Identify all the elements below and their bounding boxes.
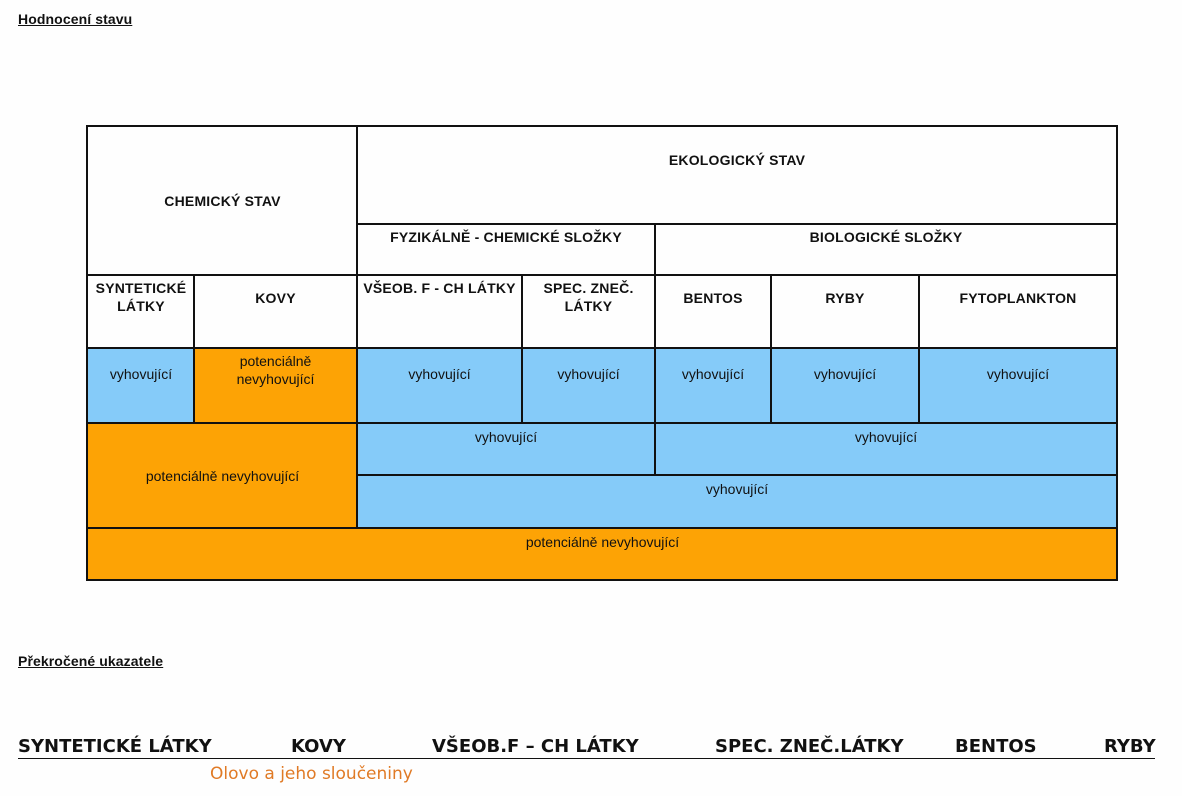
vline-bentos bbox=[770, 275, 772, 423]
col-fish: RYBY bbox=[825, 290, 865, 306]
header-chemical-status: CHEMICKÝ STAV bbox=[164, 193, 281, 209]
exceeded-note: Olovo a jeho sloučeniny bbox=[210, 764, 413, 784]
col-metals: KOVY bbox=[255, 290, 296, 306]
row2-biological: vyhovující bbox=[655, 423, 1117, 475]
exceeded-col-synthetic: SYNTETICKÉ LÁTKY bbox=[18, 736, 212, 757]
section-heading-exceeded: Překročené ukazatele bbox=[18, 653, 164, 669]
header-phys-chem: FYZIKÁLNĚ - CHEMICKÉ SLOŽKY bbox=[390, 229, 622, 245]
exceeded-col-bentos: BENTOS bbox=[955, 736, 1037, 757]
vline-general bbox=[521, 275, 523, 423]
border-top bbox=[86, 125, 1118, 127]
row1-metals: potenciálně nevyhovující bbox=[194, 348, 357, 423]
exceeded-col-fish: RYBY bbox=[1104, 736, 1156, 757]
exceeded-col-general: VŠEOB.F – CH LÁTKY bbox=[432, 736, 639, 757]
exceeded-columns-row: SYNTETICKÉ LÁTKY KOVY VŠEOB.F – CH LÁTKY… bbox=[18, 736, 1156, 759]
row3-ecological: vyhovující bbox=[357, 475, 1117, 528]
row2-phys-chem: vyhovující bbox=[357, 423, 655, 475]
header-biological: BIOLOGICKÉ SLOŽKY bbox=[809, 229, 963, 245]
hline-4 bbox=[88, 422, 1117, 424]
hline-1 bbox=[357, 223, 1117, 225]
border-right bbox=[1116, 125, 1118, 581]
border-left bbox=[86, 125, 88, 581]
row4-overall: potenciálně nevyhovující bbox=[88, 528, 1117, 580]
col-specific: SPEC. ZNEČ. LÁTKY bbox=[543, 280, 634, 314]
header-ecological-status: EKOLOGICKÝ STAV bbox=[668, 152, 806, 168]
hline-5 bbox=[357, 474, 1117, 476]
row1-general: vyhovující bbox=[357, 348, 522, 423]
col-general: VŠEOB. F - CH LÁTKY bbox=[363, 280, 516, 296]
vline-synthetic bbox=[193, 275, 195, 423]
exceeded-col-metals: KOVY bbox=[291, 736, 346, 757]
vline-chemical bbox=[356, 125, 358, 528]
col-synthetic: SYNTETICKÉ LÁTKY bbox=[95, 280, 187, 314]
row1-bentos: vyhovující bbox=[655, 348, 771, 423]
row1-synthetic: vyhovující bbox=[88, 348, 194, 423]
exceeded-col-specific: SPEC. ZNEČ.LÁTKY bbox=[715, 736, 904, 757]
row1-fish: vyhovující bbox=[771, 348, 919, 423]
row2-chemical: potenciálně nevyhovující bbox=[88, 423, 357, 528]
hline-6 bbox=[88, 527, 1117, 529]
col-phyto: FYTOPLANKTON bbox=[959, 290, 1077, 306]
hline-3 bbox=[88, 347, 1117, 349]
vline-fish bbox=[918, 275, 920, 423]
col-bentos: BENTOS bbox=[683, 290, 743, 306]
row1-specific: vyhovující bbox=[522, 348, 655, 423]
section-heading-assessment: Hodnocení stavu bbox=[18, 11, 133, 27]
border-bottom bbox=[86, 579, 1118, 581]
row1-phyto: vyhovující bbox=[919, 348, 1117, 423]
vline-phys-bio bbox=[654, 224, 656, 475]
hline-2 bbox=[88, 274, 1117, 276]
